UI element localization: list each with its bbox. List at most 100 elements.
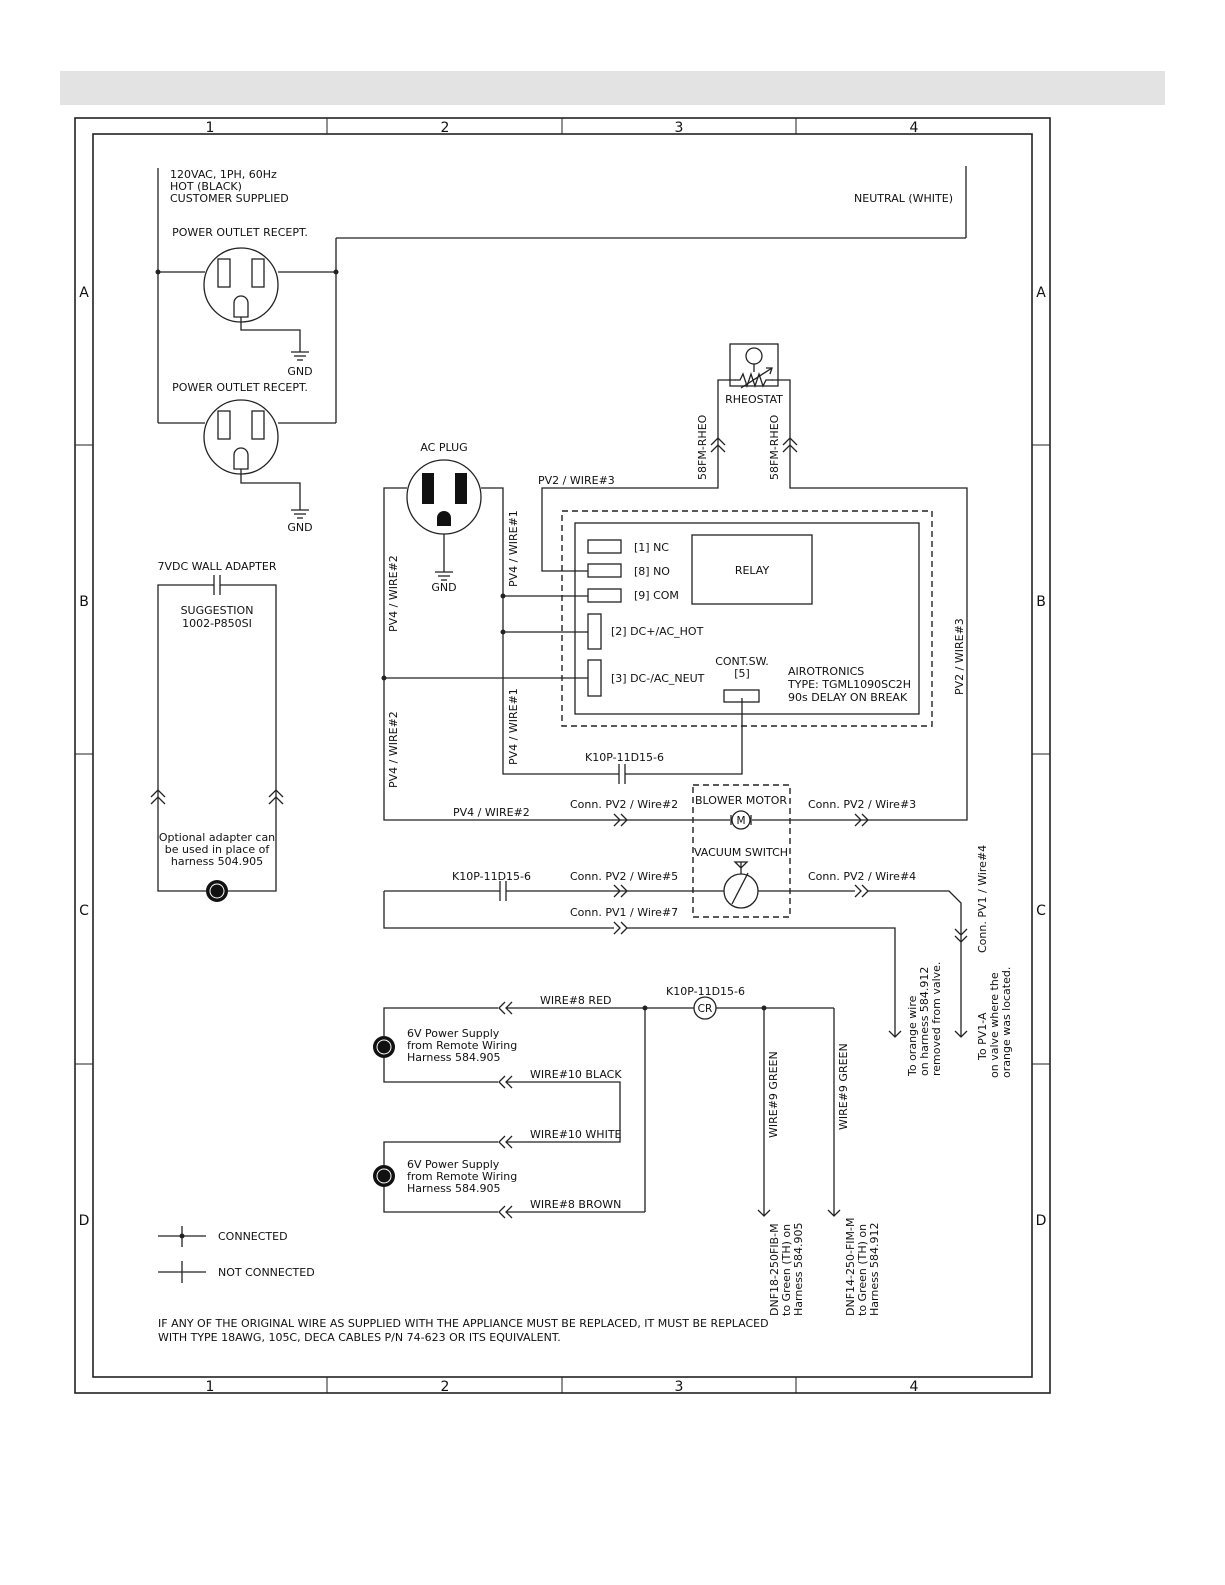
col-label-3: 3 [675, 120, 684, 136]
cont-sw-pin: [5] [734, 667, 750, 680]
pin-dc-plus: [2] DC+/AC_HOT [611, 625, 704, 638]
power-outlet-2: POWER OUTLET RECEPT. GND [172, 381, 312, 534]
ac-plug-label: AC PLUG [420, 441, 467, 454]
supply-wires: CR K10P-11D15-6 WIRE#8 RED WIRE#10 BLACK… [506, 985, 881, 1316]
conn-pv1-wire4: Conn. PV1 / Wire#4 [976, 845, 989, 953]
ps1-line-3: Harness 584.905 [407, 1051, 501, 1064]
row-markers-left: A B C D [79, 285, 90, 1229]
wire10-black: WIRE#10 BLACK [530, 1068, 622, 1081]
pv2-wire3-label: PV2 / WIRE#3 [538, 474, 615, 487]
conn-pv2-wire3: Conn. PV2 / Wire#3 [808, 798, 916, 811]
relay-type: TYPE: TGML1090SC2H [787, 678, 911, 691]
legend-connected: CONNECTED [218, 1230, 288, 1243]
col-label-4: 4 [910, 1379, 919, 1395]
vacuum-label: VACUUM SWITCH [694, 846, 788, 859]
row-label-c: C [79, 903, 89, 919]
footer-line-1: IF ANY OF THE ORIGINAL WIRE AS SUPPLIED … [158, 1317, 769, 1330]
pv1-note-3: orange was located. [1000, 967, 1013, 1078]
drawing-frame [74, 117, 1051, 1394]
ground-symbol [291, 509, 309, 519]
gnd-label: GND [287, 521, 312, 534]
row-label-d: D [79, 1213, 90, 1229]
column-markers-bottom: 1 2 3 4 [206, 1379, 919, 1395]
gnd-label: GND [287, 365, 312, 378]
conn-pv2-wire5: Conn. PV2 / Wire#5 [570, 870, 678, 883]
pv4-wire1-upper: PV4 / WIRE#1 [507, 510, 520, 587]
adapter-note-1: Optional adapter can [159, 831, 275, 844]
rotated-notes: To orange wire on harness 584.912 remove… [906, 962, 1013, 1078]
rheostat: RHEOSTAT 58FM-RHEO 58FM-RHEO [696, 343, 798, 480]
col-label-2: 2 [441, 120, 450, 136]
pv4-wire2-horizontal: PV4 / WIRE#2 [453, 806, 530, 819]
connector-arrows [613, 813, 869, 935]
motor-symbol: M [736, 815, 745, 827]
pv2-wire3-loop: PV2 / WIRE#3 PV2 / WIRE#3 [538, 455, 968, 821]
ac-plug: AC PLUG GND [406, 441, 482, 594]
green1-note-1: DNF18-250FIB-M [768, 1223, 781, 1316]
ground-symbol [291, 351, 309, 361]
pv4-wiring: PV4 / WIRE#2 PV4 / WIRE#2 PV4 / WIRE#1 P… [381, 487, 743, 821]
conn-pv1-wire7: Conn. PV1 / Wire#7 [570, 906, 678, 919]
k10p-label-upper: K10P-11D15-6 [585, 751, 664, 764]
col-label-1: 1 [206, 120, 215, 136]
conn-pv2-wire4: Conn. PV2 / Wire#4 [808, 870, 916, 883]
cr-symbol: CR [698, 1003, 713, 1015]
outlet-1-label: POWER OUTLET RECEPT. [172, 226, 308, 239]
rheostat-label: RHEOSTAT [725, 393, 783, 406]
relay-box [691, 534, 813, 605]
ps2-line-3: Harness 584.905 [407, 1182, 501, 1195]
supply-line-3: CUSTOMER SUPPLIED [170, 192, 289, 205]
green1-note-2: to Green (TH) on [780, 1224, 793, 1316]
k10p-label-lower: K10P-11D15-6 [666, 985, 745, 998]
pv2-wire3-vertical: PV2 / WIRE#3 [953, 618, 966, 695]
supply-line-2: HOT (BLACK) [170, 180, 242, 193]
pv4-wire1-lower: PV4 / WIRE#1 [507, 688, 520, 765]
adapter-title: 7VDC WALL ADAPTER [158, 560, 277, 573]
k10p-label-middle: K10P-11D15-6 [452, 870, 531, 883]
neutral-label: NEUTRAL (WHITE) [854, 192, 953, 205]
conn-pv2-wire2: Conn. PV2 / Wire#2 [570, 798, 678, 811]
adapter-note-2: be used in place of [165, 843, 271, 856]
footer-note: IF ANY OF THE ORIGINAL WIRE AS SUPPLIED … [158, 1317, 769, 1344]
blower-label: BLOWER MOTOR [695, 794, 787, 807]
pin-no: [8] NO [634, 565, 670, 578]
green2-note-1: DNF14-250-FIM-M [844, 1218, 857, 1316]
rheo-conn-left: 58FM-RHEO [696, 414, 709, 480]
col-label-3: 3 [675, 1379, 684, 1395]
power-supply-1: 6V Power Supply from Remote Wiring Harne… [373, 1007, 517, 1083]
row-markers-right: A B C D [1036, 285, 1047, 1229]
rheo-conn-right: 58FM-RHEO [768, 414, 781, 480]
row-label-b: B [79, 594, 89, 610]
pv1-note-2: on valve where the [988, 972, 1001, 1078]
outlet-wiring [155, 166, 967, 424]
footer-line-2: WITH TYPE 18AWG, 105C, DECA CABLES P/N 7… [158, 1331, 561, 1344]
blower-vacuum-group: BLOWER MOTOR M VACUUM SWITCH [614, 784, 855, 918]
adapter-suggestion: SUGGESTION [181, 604, 254, 617]
relay-board: RELAY [1] NC [8] NO [9] COM [2] DC+/AC_H… [561, 510, 933, 727]
supply-connector-arrows [498, 1001, 513, 1219]
pv4-wire2-upper: PV4 / WIRE#2 [387, 555, 400, 632]
power-supply-text: 120VAC, 1PH, 60Hz HOT (BLACK) CUSTOMER S… [170, 168, 953, 205]
wire10-white: WIRE#10 WHITE [530, 1128, 622, 1141]
legend: CONNECTED NOT CONNECTED [158, 1226, 315, 1283]
col-label-4: 4 [910, 120, 919, 136]
power-outlet-1: POWER OUTLET RECEPT. GND [172, 226, 312, 378]
adapter-note-3: harness 504.905 [171, 855, 263, 868]
wire8-red: WIRE#8 RED [540, 994, 612, 1007]
ac-plug-gnd: GND [431, 581, 456, 594]
wire9-green-1: WIRE#9 GREEN [767, 1051, 780, 1138]
ps2-line-1: 6V Power Supply [407, 1158, 500, 1171]
orange-note-2: on harness 584.912 [918, 967, 931, 1076]
wall-adapter: 7VDC WALL ADAPTER SUGGESTION 1002-P850SI… [150, 560, 284, 902]
wire5-wire7-loop: Conn. PV1 / Wire#4 [383, 845, 989, 1038]
relay-maker: AIROTRONICS [788, 665, 864, 678]
legend-not-connected: NOT CONNECTED [218, 1266, 315, 1279]
ps1-line-1: 6V Power Supply [407, 1027, 500, 1040]
green1-note-3: Harness 584.905 [792, 1222, 805, 1316]
row-label-a: A [79, 285, 89, 301]
pin-com: [9] COM [634, 589, 679, 602]
ps2-line-2: from Remote Wiring [407, 1170, 517, 1183]
pv1-note-1: To PV1-A [976, 1012, 989, 1061]
pv4-wire2-lower: PV4 / WIRE#2 [387, 711, 400, 788]
